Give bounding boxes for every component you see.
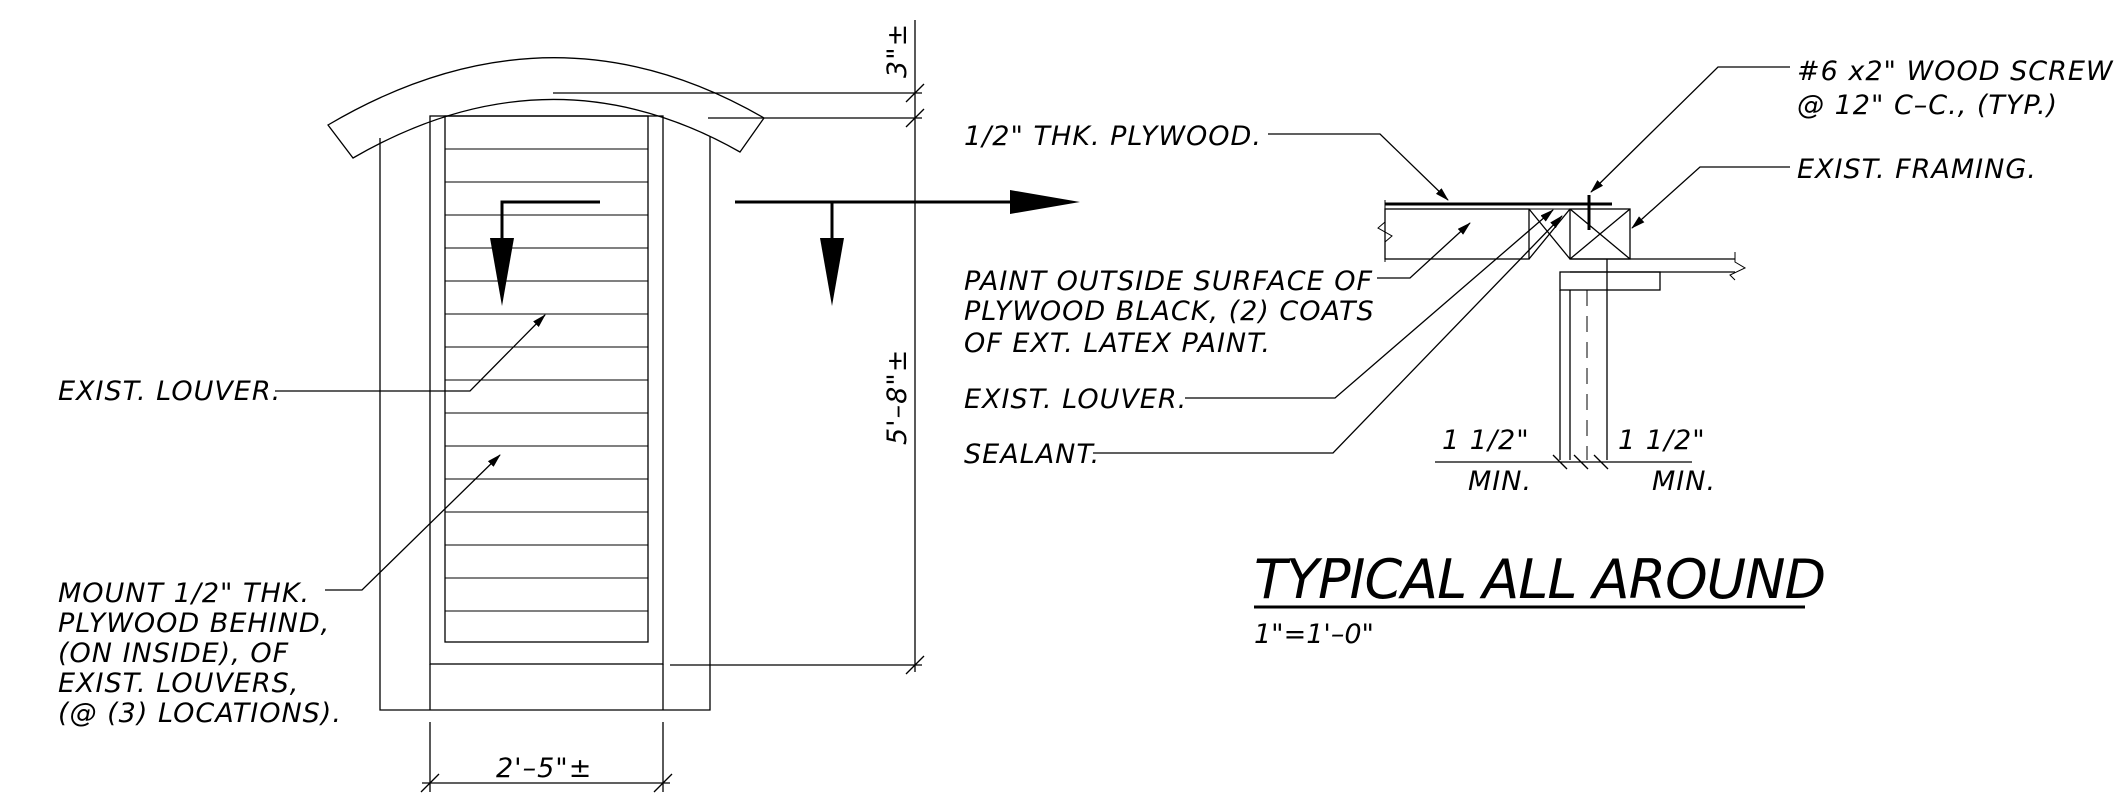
label-sealant: SEALANT.	[964, 439, 1100, 470]
min-dimension-text: 1 1/2"	[1442, 425, 1530, 456]
mount-note-line: PLYWOOD BEHIND,	[58, 608, 330, 639]
drawing-title: TYPICAL ALL AROUND	[1254, 548, 1825, 611]
min-dimension-text: MIN.	[1652, 466, 1716, 497]
louver-elevation	[275, 20, 1080, 793]
sill-trim	[1559, 271, 1661, 291]
section-direction-arrow	[1010, 190, 1080, 214]
mount-note-line: (ON INSIDE), OF	[58, 638, 289, 669]
leader-plywood	[1268, 133, 1449, 201]
leader-mount-plywood	[325, 454, 501, 591]
arched-head-trim	[327, 57, 765, 159]
mount-note-line: (@ (3) LOCATIONS).	[58, 698, 342, 729]
leader-sealant	[1093, 215, 1563, 454]
leader-louver	[1185, 209, 1554, 399]
min-dimension-text: MIN.	[1468, 466, 1532, 497]
mount-note-line: MOUNT 1/2" THK.	[58, 578, 310, 609]
section-cut-marker	[500, 200, 600, 240]
louver-section	[1384, 208, 1530, 260]
mount-note-line: EXIST. LOUVERS,	[58, 668, 299, 699]
label-exist-louver: EXIST. LOUVER.	[58, 376, 281, 407]
label-exist-louver-section: EXIST. LOUVER.	[964, 384, 1187, 415]
screw-note-line: #6 x2" WOOD SCREW	[1797, 56, 2114, 87]
drawing-scale: 1"=1'–0"	[1254, 619, 1374, 650]
leader-paint	[1377, 222, 1471, 279]
section-detail	[1093, 66, 1790, 470]
height-dimension-text: 5'–8"±	[882, 349, 913, 445]
leader-screw	[1590, 66, 1790, 193]
leader-framing	[1631, 166, 1790, 229]
outer-casing	[379, 136, 711, 711]
section-arrow-head	[490, 238, 514, 306]
label-plywood: 1/2" THK. PLYWOOD.	[964, 121, 1262, 152]
label-framing: EXIST. FRAMING.	[1797, 154, 2037, 185]
paint-note-line: PLYWOOD BLACK, (2) COATS	[964, 296, 1375, 327]
paint-note-line: OF EXT. LATEX PAINT.	[964, 328, 1271, 359]
louver-panel	[444, 115, 649, 643]
leader-exist-louver	[275, 314, 546, 392]
top-dimension-text: 3"±	[882, 23, 913, 78]
min-dimension-text: 1 1/2"	[1618, 425, 1706, 456]
paint-note-line: PAINT OUTSIDE SURFACE OF	[964, 266, 1373, 297]
screw-note-line: @ 12" C–C., (TYP.)	[1797, 90, 2058, 121]
width-dimension-text: 2'–5"±	[496, 753, 592, 784]
louver-frame	[429, 115, 664, 665]
louver-slats	[445, 148, 648, 612]
